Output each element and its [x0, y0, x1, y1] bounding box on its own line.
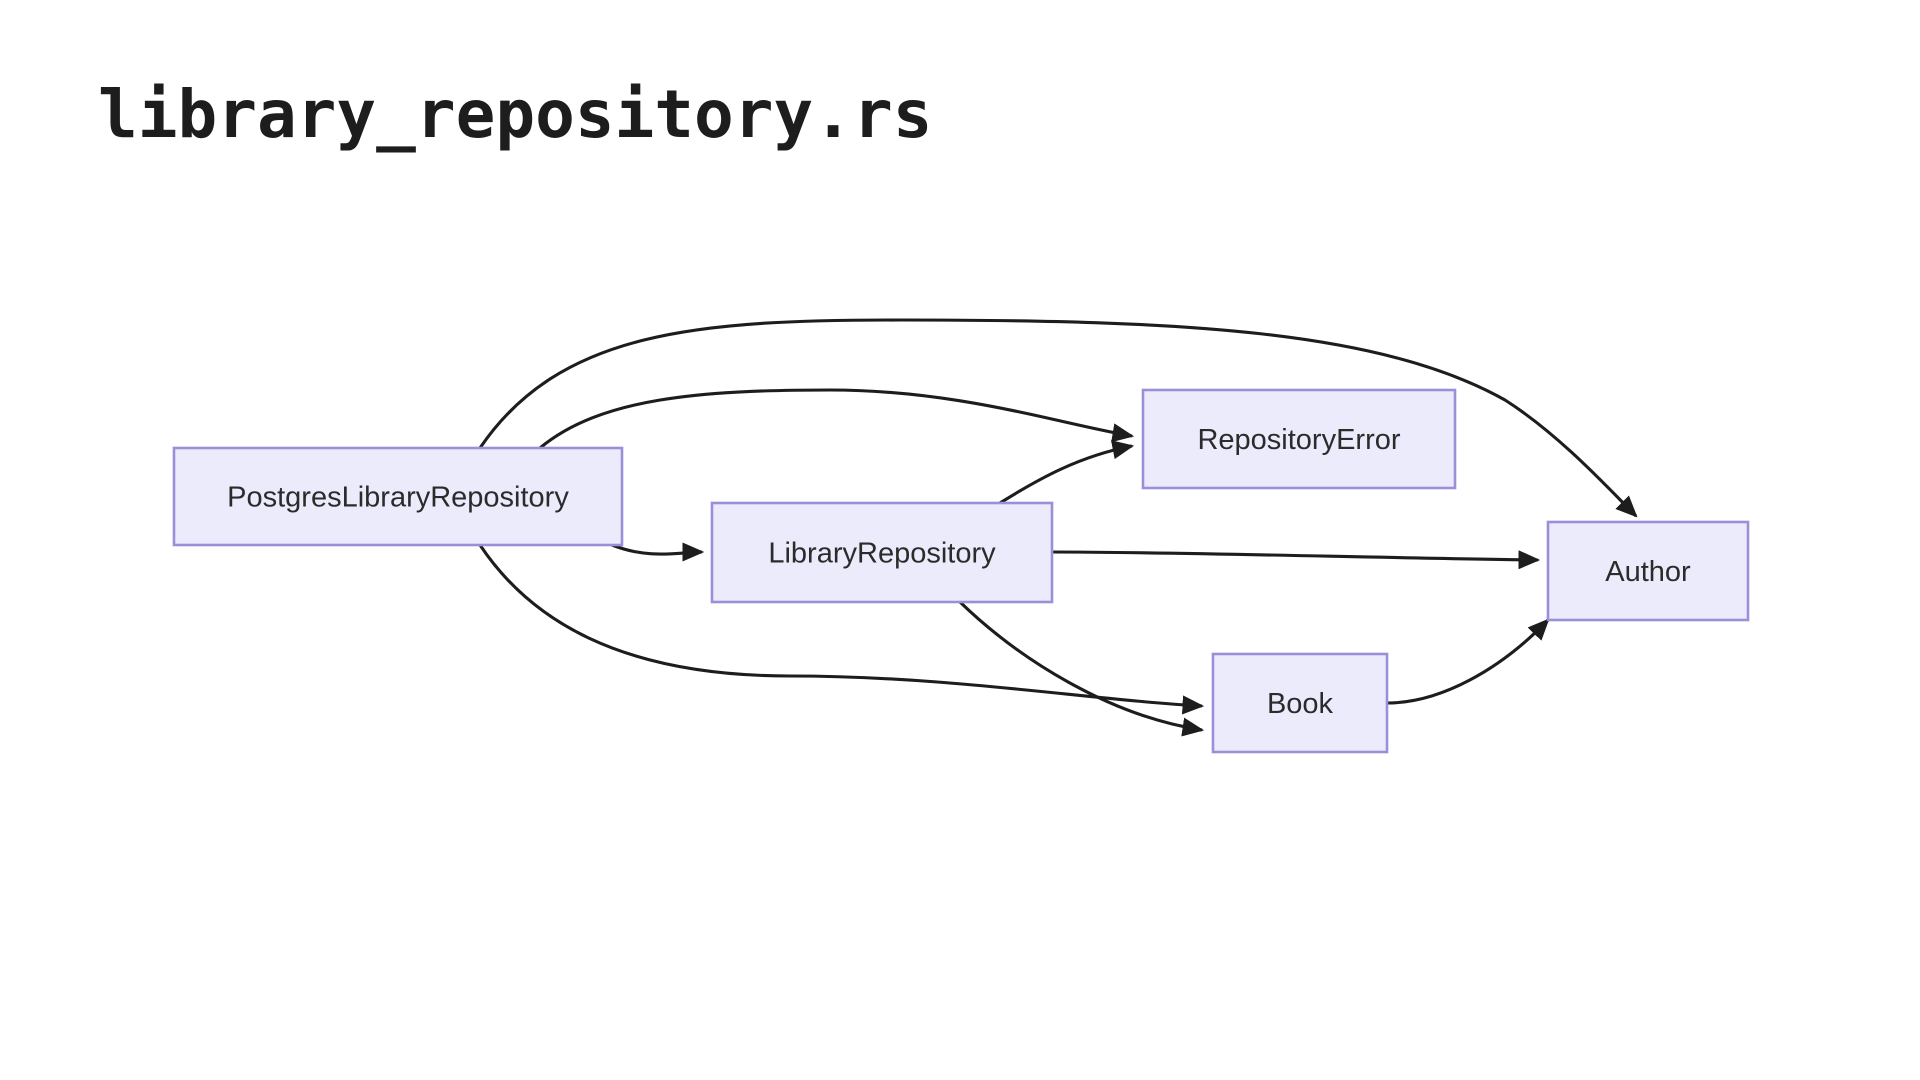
edge-postgreslibraryrepository-repositoryerror [539, 388, 1135, 450]
node-label: RepositoryError [1197, 424, 1400, 456]
node-author[interactable]: Author [1546, 520, 1750, 622]
edge-postgreslibraryrepository-libraryrepository [611, 542, 705, 562]
page-title: library_repository.rs [98, 76, 933, 153]
node-label: Author [1605, 556, 1691, 588]
node-box[interactable] [172, 446, 624, 547]
edge-postgreslibraryrepository-author [478, 318, 1638, 518]
node-book[interactable]: Book [1211, 652, 1389, 754]
node-label: PostgresLibraryRepository [227, 482, 569, 514]
node-box[interactable] [1141, 388, 1457, 490]
node-box[interactable] [710, 501, 1054, 604]
node-box[interactable] [1546, 520, 1750, 622]
nodes-layer: PostgresLibraryRepository LibraryReposit… [172, 388, 1750, 754]
edge-libraryrepository-repositoryerror [999, 440, 1135, 505]
edges-layer [478, 318, 1638, 737]
node-postgreslibraryrepository[interactable]: PostgresLibraryRepository [172, 446, 624, 547]
node-label: Book [1267, 688, 1334, 720]
node-repositoryerror[interactable]: RepositoryError [1141, 388, 1457, 490]
edge-libraryrepository-book [958, 600, 1205, 737]
edge-postgreslibraryrepository-book [478, 544, 1205, 715]
edge-book-author [1386, 618, 1550, 705]
node-box[interactable] [1211, 652, 1389, 754]
node-label: LibraryRepository [768, 538, 996, 570]
node-libraryrepository[interactable]: LibraryRepository [710, 501, 1054, 604]
edge-libraryrepository-author [1051, 550, 1541, 570]
